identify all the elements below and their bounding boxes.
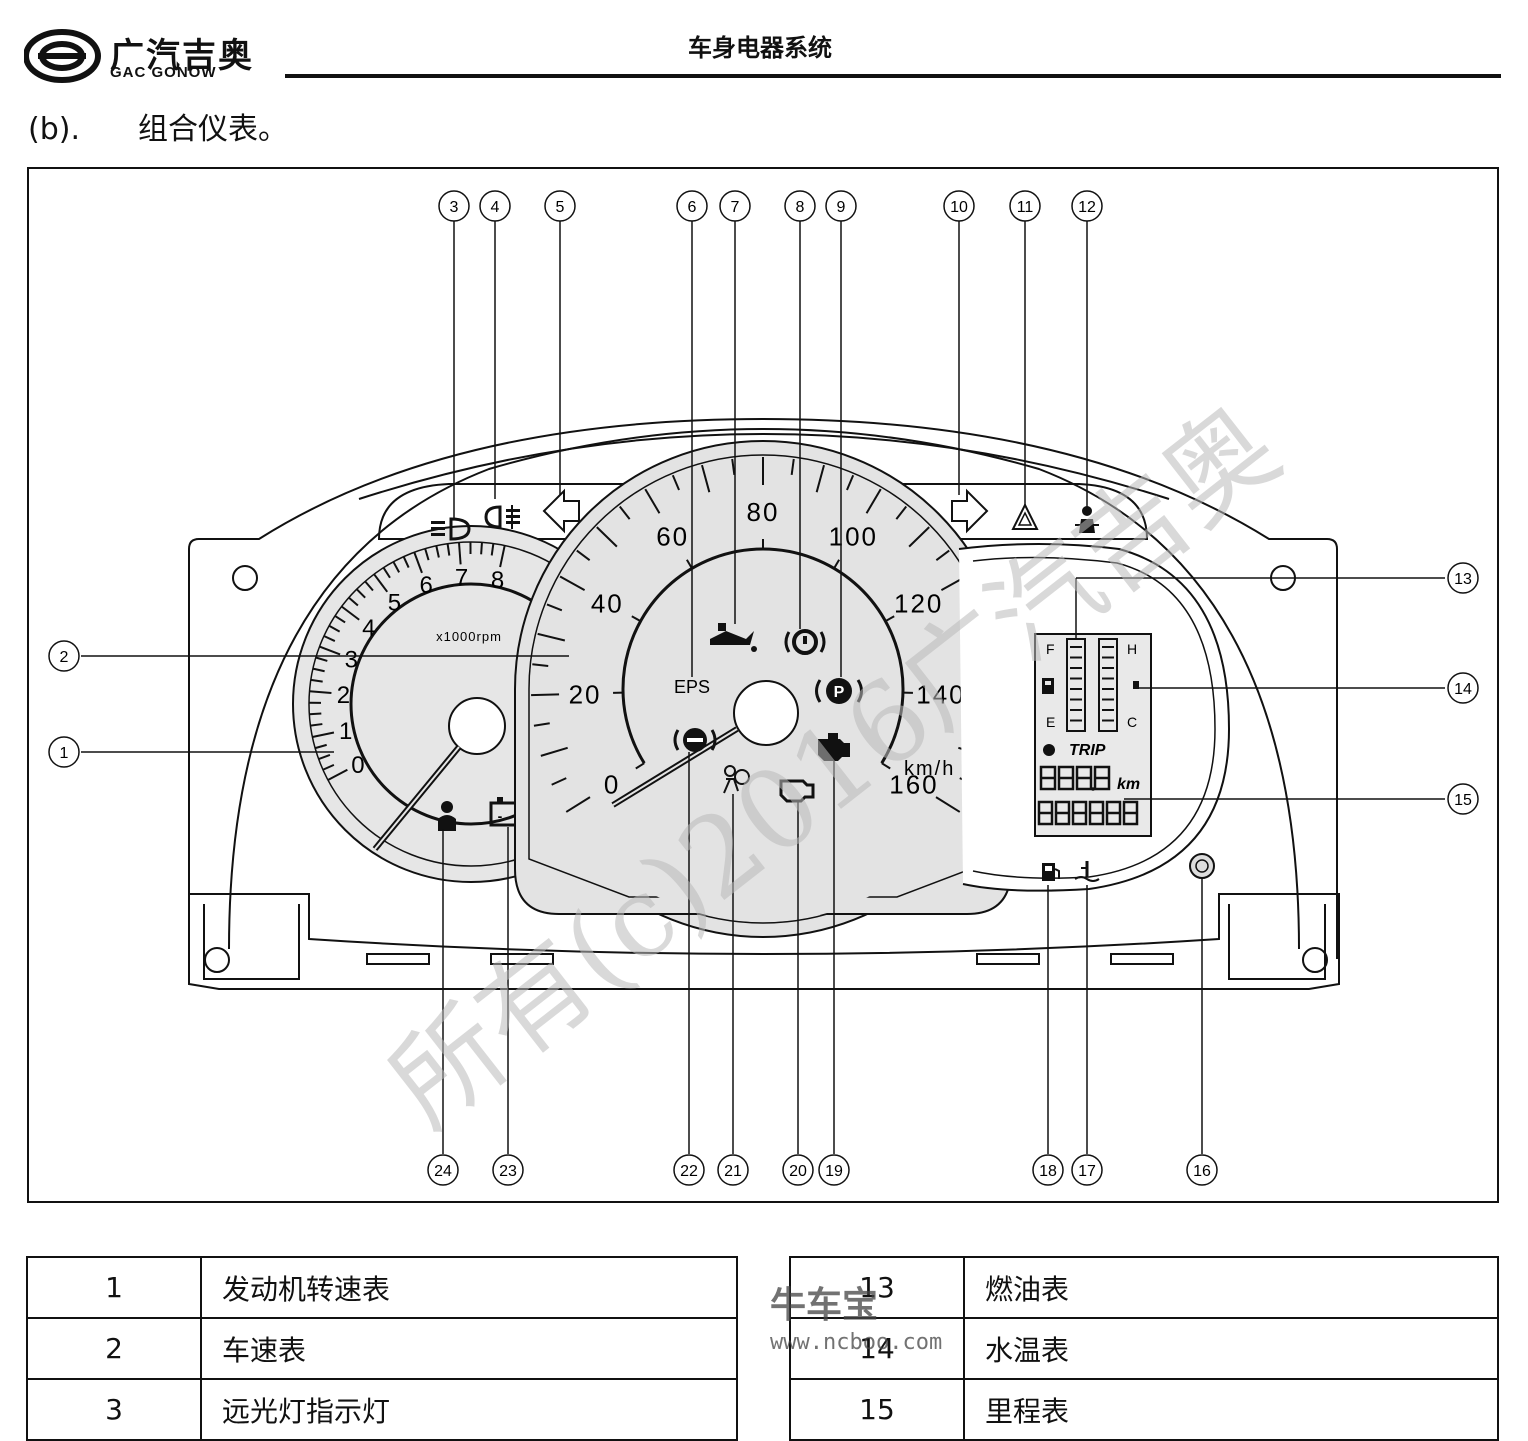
callout-number: 21 (724, 1163, 742, 1180)
callout-number: 19 (825, 1163, 843, 1180)
legend-number: 15 (790, 1379, 964, 1440)
legend-description: 里程表 (964, 1379, 1498, 1440)
gac-logo-emblem-icon (24, 26, 104, 84)
speed-number: 120 (894, 589, 943, 619)
callout-number: 4 (491, 199, 500, 216)
clock-icon (1043, 744, 1055, 756)
callout-number: 20 (789, 1163, 807, 1180)
callout-number: 8 (796, 199, 805, 216)
fuel-full-label: F (1046, 641, 1055, 657)
speed-number: 140 (916, 680, 965, 710)
callout-number: 10 (950, 199, 968, 216)
tach-number: 5 (388, 589, 401, 616)
left-turn-signal-icon (544, 491, 579, 531)
gac-gonow-logo: 广汽吉奥 GAC GONOW (24, 26, 274, 86)
rear-fog-lamp-indicator-icon (486, 505, 520, 529)
tach-number: 1 (339, 718, 352, 745)
callout-number: 12 (1078, 199, 1096, 216)
trip-reset-knob (1190, 854, 1214, 878)
right-turn-signal-icon (952, 491, 987, 531)
trip-unit-label: km (1117, 776, 1140, 793)
hazard-warning-icon (1013, 505, 1037, 529)
legend-number: 3 (27, 1379, 201, 1440)
tach-unit-label: x1000rpm (436, 629, 502, 644)
callout-number: 1 (60, 745, 69, 762)
callout-number: 13 (1454, 571, 1472, 588)
legend-description: 车速表 (201, 1318, 737, 1379)
speed-number: 20 (569, 680, 602, 710)
speed-number: 100 (829, 522, 878, 552)
speed-needle-hub (734, 681, 798, 745)
tach-number: 8 (491, 567, 504, 594)
tach-needle-hub (449, 698, 505, 754)
callout-number: 16 (1193, 1163, 1211, 1180)
svg-text:-: - (498, 808, 503, 824)
page-title: 车身电器系统 (560, 28, 960, 63)
section-heading: (b).组合仪表。 (28, 104, 288, 148)
logo-text-en: GAC GONOW (110, 64, 217, 81)
section-number: (b). (28, 112, 138, 147)
header-rule (285, 74, 1501, 78)
legend-number: 1 (27, 1257, 201, 1318)
temp-hot-label: H (1127, 641, 1137, 657)
door-ajar-warning-icon (1075, 506, 1099, 533)
legend-number: 2 (27, 1318, 201, 1379)
speed-unit-label: km/h (904, 758, 955, 780)
callout-number: 17 (1078, 1163, 1096, 1180)
temp-lcd-icon (1133, 681, 1139, 689)
legend-description: 远光灯指示灯 (201, 1379, 737, 1440)
callout-number: 11 (1017, 199, 1034, 216)
fuel-empty-label: E (1046, 714, 1055, 730)
speed-number: 80 (747, 497, 780, 527)
callout-number: 7 (731, 199, 740, 216)
callout-number: 14 (1454, 681, 1472, 698)
fuel-pump-lcd-icon (1042, 678, 1054, 694)
svg-text:P: P (834, 684, 845, 701)
tach-number: 7 (455, 564, 468, 591)
callout-number: 18 (1039, 1163, 1057, 1180)
fuel-temp-odometer-dial: F E H C TRIP km (959, 544, 1229, 891)
callout-number: 5 (556, 199, 565, 216)
callout-number: 9 (837, 199, 846, 216)
tach-tick (481, 542, 482, 554)
callout-number: 15 (1454, 792, 1472, 809)
speed-number: 0 (604, 769, 620, 799)
legend-description: 燃油表 (964, 1257, 1498, 1318)
section-title: 组合仪表。 (138, 112, 288, 147)
tach-tick (309, 713, 321, 714)
site-watermark: 牛车宝 (770, 1276, 878, 1328)
speed-number: 40 (591, 589, 624, 619)
callout-number: 3 (450, 199, 459, 216)
tach-number: 6 (419, 572, 432, 599)
legend-description: 发动机转速表 (201, 1257, 737, 1318)
tach-number: 0 (351, 752, 364, 779)
tach-number: 2 (337, 682, 350, 709)
callout-number: 23 (499, 1163, 517, 1180)
speed-tick (531, 694, 559, 695)
trip-label: TRIP (1069, 742, 1106, 759)
tach-number: 3 (345, 647, 358, 674)
temp-cold-label: C (1127, 714, 1137, 730)
legend-description: 水温表 (964, 1318, 1498, 1379)
page-header: 广汽吉奥 GAC GONOW 车身电器系统 (0, 0, 1528, 90)
speed-number: 60 (656, 522, 689, 552)
site-url-watermark: www.ncboo.com (770, 1330, 942, 1355)
eps-warning-label: EPS (674, 677, 710, 697)
callout-number: 24 (434, 1163, 452, 1180)
callout-number: 22 (680, 1163, 698, 1180)
callout-number: 2 (60, 649, 69, 666)
callout-number: 6 (688, 199, 697, 216)
tach-number: 4 (362, 615, 375, 642)
